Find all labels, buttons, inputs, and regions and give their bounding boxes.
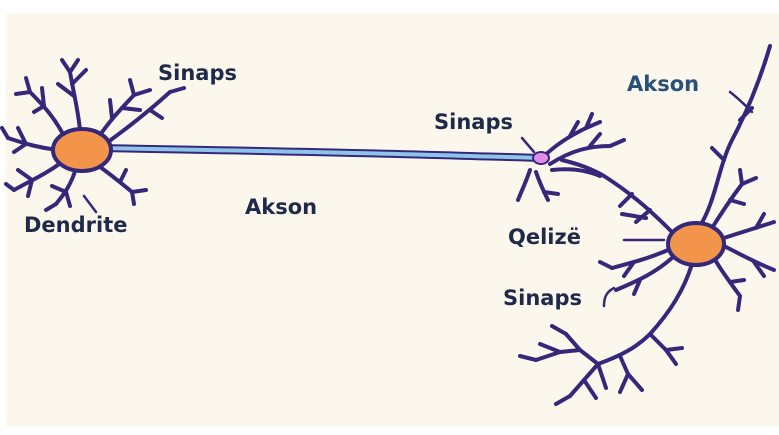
long-axon <box>100 148 538 158</box>
label-dendrite: Dendrite <box>24 215 128 236</box>
left-cell-body <box>53 129 111 171</box>
label-akson-middle: Akson <box>245 197 317 218</box>
label-sinaps-middle: Sinaps <box>434 112 513 133</box>
right-cell-body <box>668 223 724 265</box>
synapse-bulb <box>533 152 549 164</box>
label-sinaps-bottom: Sinaps <box>503 288 582 309</box>
label-sinaps-top: Sinaps <box>158 63 237 84</box>
label-qelize: Qelizë <box>508 227 581 248</box>
label-akson-right: Akson <box>627 74 699 95</box>
